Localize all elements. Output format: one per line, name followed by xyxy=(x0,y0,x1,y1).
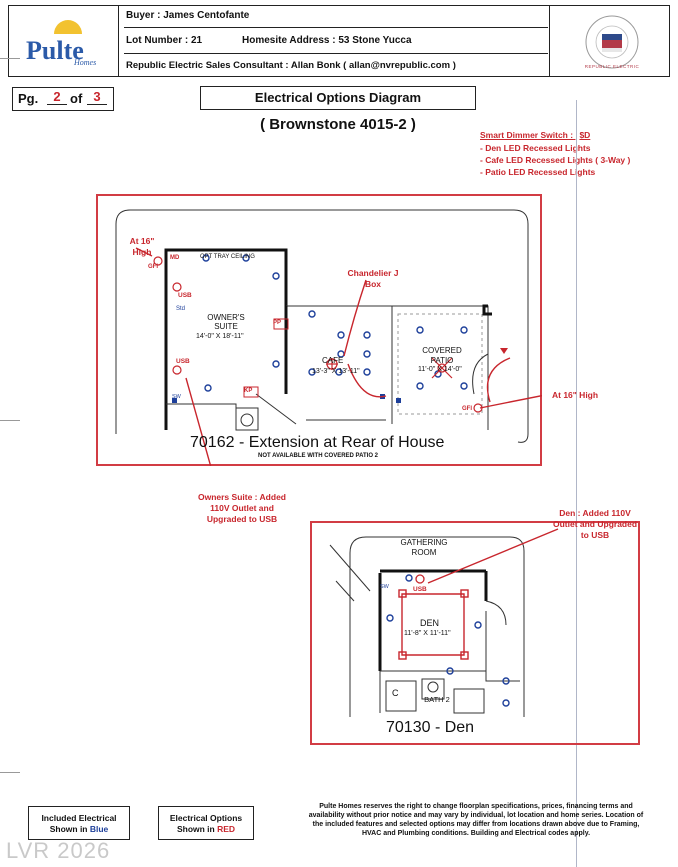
plan-extension-frame xyxy=(96,194,542,466)
dimmer-title: Smart Dimmer Switch : $D xyxy=(480,130,590,140)
usb-label-1: USB xyxy=(178,292,192,299)
pp-label: PP xyxy=(273,320,282,326)
dimmer-item-patio: - Patio LED Recessed Lights xyxy=(480,167,596,177)
std-label: Std xyxy=(176,306,186,312)
lvr-watermark: LVR 2026 xyxy=(6,838,111,863)
page-current: 2 xyxy=(53,89,61,104)
buyer-underline xyxy=(124,27,548,28)
seal-text: REPUBLIC ELECTRIC xyxy=(584,64,640,69)
legend-included-box xyxy=(28,806,130,840)
plan-extension-drawing xyxy=(115,209,542,466)
page-subtitle: ( Brownstone 4015-2 ) xyxy=(260,116,416,133)
bath-label: BATH 2 xyxy=(424,695,450,704)
patio-room-dim: 11'-0" X 14'-0" xyxy=(418,366,462,373)
dimmer-item-den: - Den LED Recessed Lights xyxy=(480,143,591,153)
cafe-room-dim: 13'-3" X 13'-11" xyxy=(312,368,360,375)
gathering-room-label: GATHERING ROOM xyxy=(400,538,448,557)
den-usb-label: USB xyxy=(413,586,427,593)
gfi-label: GFI xyxy=(148,264,158,270)
buyer-line: Buyer : James Centofante xyxy=(126,10,250,21)
plan-extension-note: NOT AVAILABLE WITH COVERED PATIO 2 xyxy=(258,453,378,459)
republic-seal: REPUBLIC ELECTRIC xyxy=(584,14,640,70)
header-right-divider xyxy=(549,5,550,77)
scan-line xyxy=(576,100,577,867)
legend-options-text: Electrical Options Shown in RED xyxy=(169,813,243,834)
logo-sub: Homes xyxy=(74,58,97,67)
homesite-address: Homesite Address : 53 Stone Yucca xyxy=(242,35,412,46)
cafe-room-label: CAFE xyxy=(322,356,344,365)
sw-label: SW xyxy=(172,394,181,400)
gfi-label-2: GFI xyxy=(462,406,472,412)
footer-disclaimer: Pulte Homes reserves the right to change… xyxy=(308,803,644,837)
page-label: Pg. xyxy=(18,91,39,106)
legend-options-box xyxy=(158,806,254,840)
den-sw-label: SW xyxy=(380,584,389,590)
legend-options: Electrical Options Shown in RED xyxy=(158,813,254,835)
consultant-line: Republic Electric Sales Consultant : All… xyxy=(126,60,456,71)
scan-mark-3 xyxy=(0,772,20,773)
owners-suite-note: Owners Suite : Added 110V Outlet and Upg… xyxy=(197,492,286,524)
title-box xyxy=(200,86,476,110)
republic-seal-icon xyxy=(585,15,639,69)
plan-extension-caption: 70162 - Extension at Rear of House xyxy=(190,434,445,451)
lot-number: Lot Number : 21 xyxy=(126,35,203,46)
page-of: of xyxy=(70,91,83,106)
scan-mark-2 xyxy=(0,420,20,421)
closet-label: C xyxy=(392,688,399,698)
page-total: 3 xyxy=(93,89,101,104)
md-label: MD xyxy=(170,255,180,261)
legend-included-text: Included Electrical Shown in Blue xyxy=(41,813,117,834)
den-room-label: DEN xyxy=(420,618,440,628)
page-title: Electrical Options Diagram xyxy=(254,90,422,105)
header-frame xyxy=(8,5,670,77)
owners-room-dim: 14'-0" X 18'-11" xyxy=(196,333,244,340)
scan-mark-1 xyxy=(0,58,20,59)
page-number-box xyxy=(12,87,114,111)
dimmer-title-text: Smart Dimmer Switch : xyxy=(480,130,574,140)
owners-room-label: OWNER'S SUITE xyxy=(207,313,245,331)
dimmer-symbol: $D xyxy=(579,130,591,140)
dimmer-item-cafe: - Cafe LED Recessed Lights ( 3-Way ) xyxy=(480,155,631,165)
sun-icon xyxy=(48,20,88,48)
tray-ceiling-label: OPT TRAY CEILING xyxy=(200,254,255,260)
usb-label-2: USB xyxy=(176,358,190,365)
den-room-dim: 11'-8" X 11'-11" xyxy=(404,630,451,637)
legend-included: Included Electrical Shown in Blue xyxy=(28,813,130,835)
kp-label: KP xyxy=(244,388,253,394)
pulte-logo: Pulte Homes xyxy=(18,14,108,70)
plan-den-drawing xyxy=(329,528,559,717)
header-divider xyxy=(118,5,119,77)
plan-den-frame xyxy=(310,521,640,745)
at16-left-label: At 16" High xyxy=(129,236,155,257)
at16-right-label: At 16" High xyxy=(552,390,599,400)
logo-text: Pulte xyxy=(26,36,84,65)
patio-room-label: COVERED PATIO xyxy=(422,346,462,365)
plan-den-caption: 70130 - Den xyxy=(386,719,475,736)
den-note: Den : Added 110V Outlet and Upgraded to … xyxy=(552,508,638,540)
page-total-underline xyxy=(87,104,107,105)
chandelier-label: Chandelier J Box xyxy=(347,268,399,289)
lot-underline xyxy=(124,53,548,54)
page-current-underline xyxy=(47,104,67,105)
